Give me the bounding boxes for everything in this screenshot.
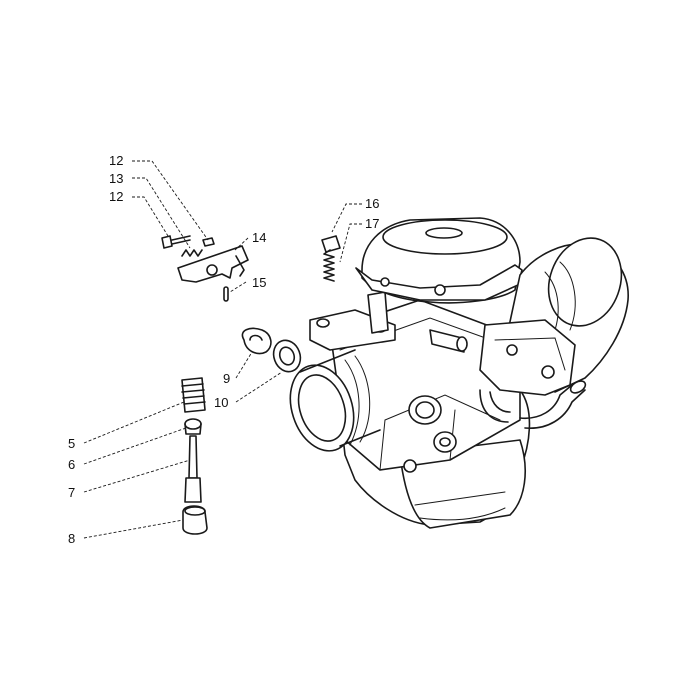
callout-15: 15 bbox=[252, 275, 266, 290]
needle-valve bbox=[184, 435, 202, 503]
callout-14: 14 bbox=[252, 230, 266, 245]
needle-washer bbox=[184, 418, 202, 435]
callout-13: 13 bbox=[109, 171, 123, 186]
callout-12-top: 12 bbox=[109, 153, 123, 168]
pin-part bbox=[223, 286, 229, 302]
callout-17: 17 bbox=[365, 216, 379, 231]
needle-cap bbox=[182, 505, 208, 535]
adjusting-screw-spring bbox=[321, 235, 341, 282]
callout-9: 9 bbox=[223, 371, 230, 386]
callout-8: 8 bbox=[68, 531, 75, 546]
carburetor-body bbox=[289, 217, 629, 529]
callout-12-bottom: 12 bbox=[109, 189, 123, 204]
needle-spring bbox=[181, 377, 206, 413]
callout-10: 10 bbox=[214, 395, 228, 410]
callout-5: 5 bbox=[68, 436, 75, 451]
callout-6: 6 bbox=[68, 457, 75, 472]
leader-lines bbox=[83, 160, 362, 539]
callout-16: 16 bbox=[365, 196, 379, 211]
clip-and-oring bbox=[241, 327, 302, 373]
callout-7: 7 bbox=[68, 485, 75, 500]
throttle-lever-assembly bbox=[161, 235, 249, 283]
